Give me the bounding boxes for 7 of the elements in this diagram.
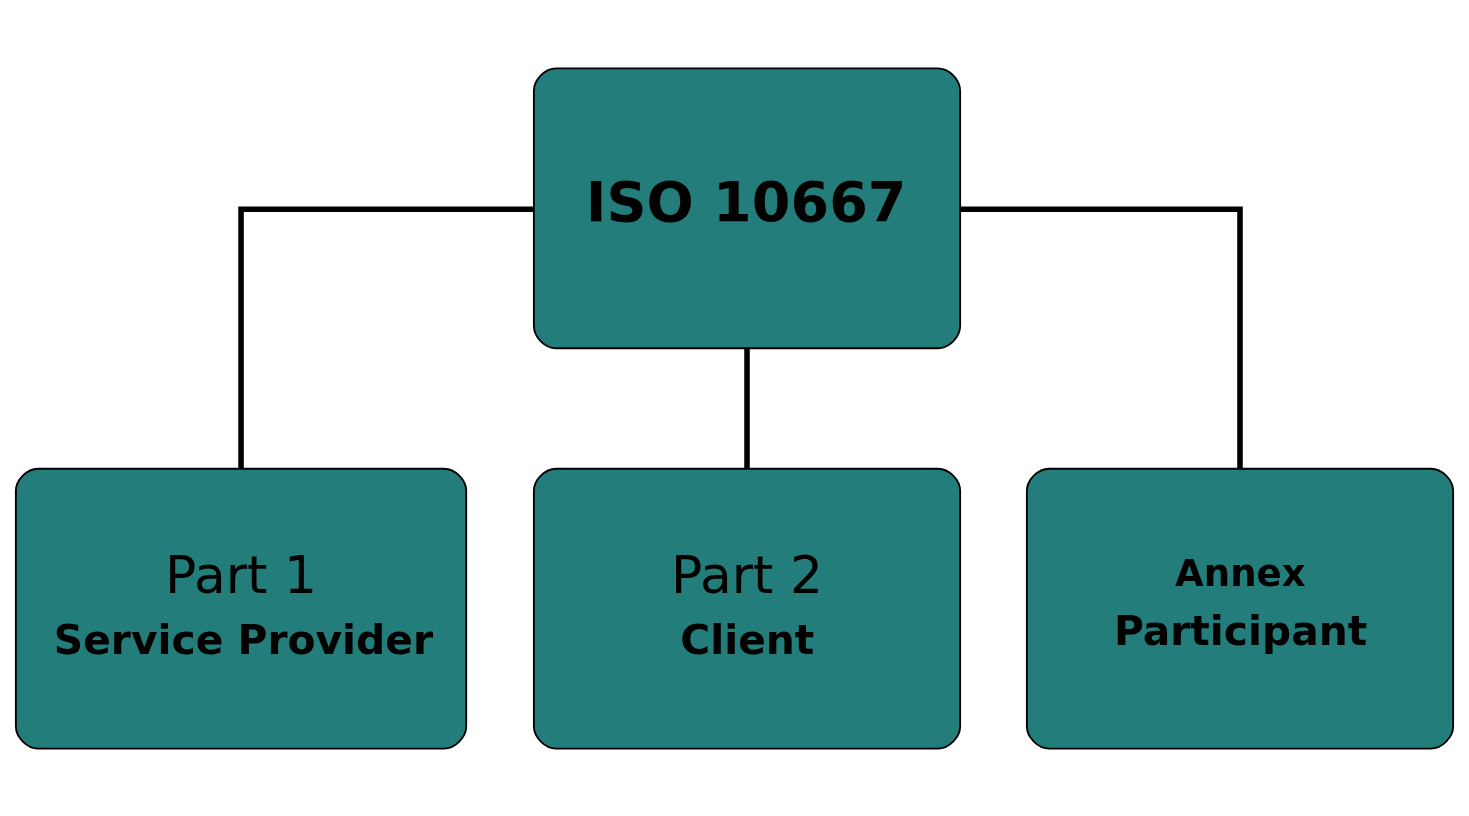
- node-box: Part 2 Client: [532, 467, 962, 749]
- connector: [238, 206, 534, 468]
- node-box: Part 1 Service Provider: [14, 467, 468, 749]
- node-box: Annex Participant: [1025, 467, 1455, 749]
- node-box: ISO 10667: [532, 67, 962, 349]
- connector: [744, 347, 750, 469]
- connector: [960, 206, 1243, 468]
